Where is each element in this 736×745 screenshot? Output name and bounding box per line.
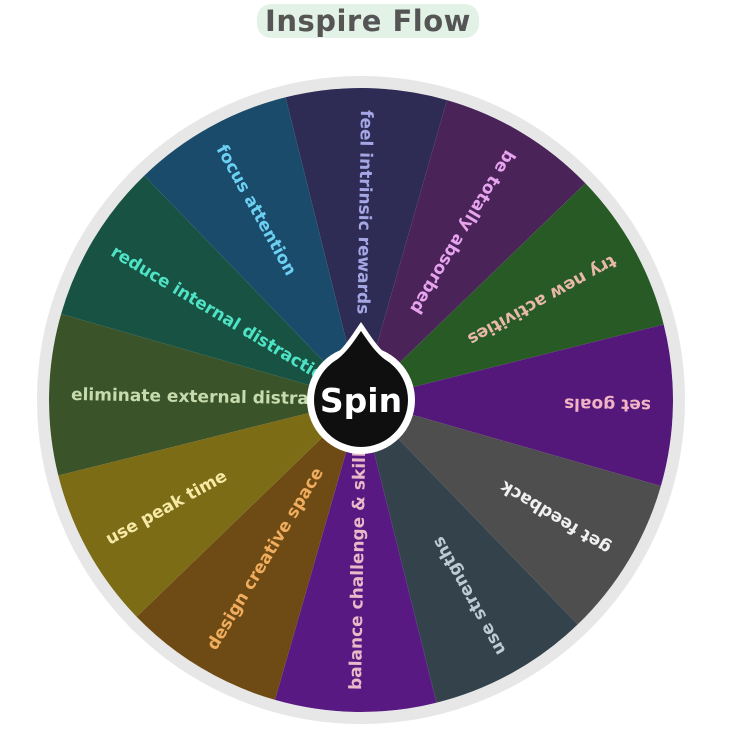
- wheel-segment[interactable]: [275, 400, 437, 712]
- wheel-segment[interactable]: [361, 400, 578, 703]
- spin-pointer-inner[interactable]: [332, 331, 390, 363]
- spin-button[interactable]: Spin: [307, 322, 415, 454]
- title-bar: Inspire Flow: [0, 0, 736, 44]
- wheel-segment[interactable]: [61, 175, 362, 400]
- wheel-segment-label: set goals: [564, 394, 651, 416]
- title-badge: Inspire Flow: [257, 4, 479, 38]
- spin-label[interactable]: Spin: [320, 381, 402, 420]
- wheel-segment[interactable]: [136, 400, 361, 700]
- wheel-segment-label: feel intrinsic rewards: [352, 110, 376, 315]
- wheel-segment[interactable]: [49, 314, 362, 476]
- wheel-segment[interactable]: [361, 100, 586, 400]
- wheel-segment[interactable]: [285, 88, 447, 401]
- wheel-segment-label: balance challenge & skill: [346, 451, 370, 690]
- spin-button-core[interactable]: [314, 353, 408, 447]
- wheel-segment[interactable]: [361, 400, 661, 625]
- wheel-segment[interactable]: [361, 324, 673, 486]
- wheel-segment[interactable]: [58, 400, 362, 617]
- wheel-segment[interactable]: [361, 183, 664, 400]
- wheel-segment[interactable]: [144, 97, 361, 401]
- wheel-title: Inspire Flow: [265, 4, 471, 38]
- wheel-segments[interactable]: [49, 88, 673, 712]
- wheel-rim: [37, 76, 685, 724]
